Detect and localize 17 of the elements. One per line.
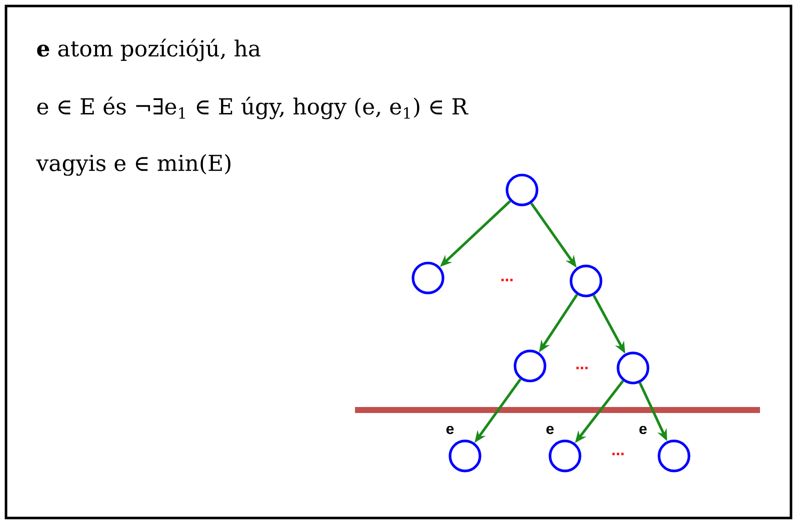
ellipsis: ... [576,366,588,370]
text-line: vagyis e ∈ min(E) [36,154,230,176]
circle-node [506,174,538,206]
node-label: e [639,426,647,434]
node-label: e [446,426,454,434]
text-line: e atom pozíciójú, ha [37,38,260,62]
node-label: e [546,426,554,434]
ellipsis: ... [501,278,513,282]
circle-node [616,352,650,384]
ellipsis: ... [612,452,624,456]
circle-node [412,262,444,294]
circle-node [658,440,690,472]
circle-node [570,264,602,298]
circle-node [548,440,582,472]
text-line: e ∈ E és ¬∃e$_{1}$ ∈ E úgy, hogy (e, e$_{1}$) ∈ R [37,96,468,120]
circle-node [514,350,546,382]
circle-node [448,440,482,472]
